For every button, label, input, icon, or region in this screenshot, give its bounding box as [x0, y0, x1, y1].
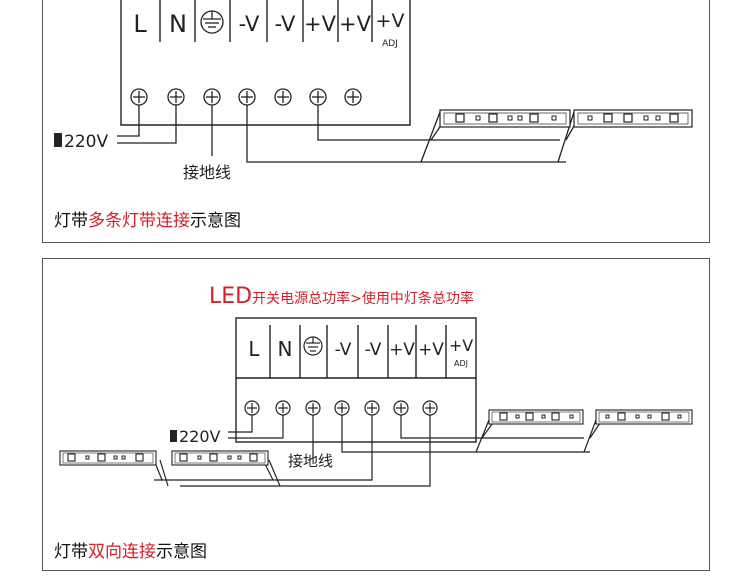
screw-terminal-icon	[305, 400, 321, 416]
terminal-label-pos-v-adj: +V	[449, 336, 473, 355]
terminal-label-pos-v-adj: +V	[376, 10, 405, 32]
screw-terminals-2	[244, 400, 438, 416]
wire-positive	[400, 415, 584, 439]
wire-neutral	[228, 415, 284, 439]
screw-terminal-icon	[344, 88, 362, 106]
caption-suffix: 示意图	[156, 542, 207, 562]
diagram-1-caption: 灯带多条灯带连接示意图	[54, 206, 241, 231]
terminal-label-pos-v: +V	[389, 340, 415, 360]
terminal-label-neg-v: -V	[275, 12, 296, 36]
diagram-panel-bidirectional	[42, 258, 710, 571]
led-strip-2a	[488, 409, 584, 425]
screw-terminal-icon	[364, 400, 380, 416]
input-voltage-label: 220V	[179, 427, 221, 446]
earth-symbol-icon	[303, 336, 323, 356]
led-strip-2b	[595, 409, 693, 425]
plug-icon	[170, 430, 177, 442]
screw-terminal-icon	[167, 88, 185, 106]
led-strip-2d	[171, 450, 269, 466]
wire-negative	[341, 415, 590, 453]
terminal-label-neg-v: -V	[365, 340, 382, 360]
terminal-label-pos-v: +V	[339, 12, 372, 36]
plug-icon	[54, 133, 62, 147]
terminal-label-neg-v: -V	[335, 340, 352, 360]
caption-highlight: 双向连接	[88, 542, 156, 562]
terminal-label-l: L	[133, 10, 147, 38]
terminal-label-neg-v: -V	[239, 12, 260, 36]
caption-suffix: 示意图	[190, 211, 241, 231]
wire-positive	[317, 105, 560, 141]
screw-terminal-icon	[309, 88, 327, 106]
ground-wire-label: 接地线	[288, 452, 333, 470]
strip-lead	[420, 111, 441, 163]
caption-prefix: 灯带	[54, 542, 88, 562]
power-warning-text: LED开关电源总功率>使用中灯条总功率	[209, 284, 474, 309]
input-voltage-label: 220V	[64, 132, 108, 152]
terminal-label-n: N	[278, 337, 293, 361]
adj-label: ADJ	[454, 359, 468, 368]
screw-terminals-1	[130, 88, 362, 106]
wire-live	[228, 415, 253, 433]
ground-wire-label: 接地线	[183, 163, 231, 182]
wire-negative-left	[154, 415, 373, 481]
supply-box-outline	[235, 317, 477, 443]
power-supply-1	[120, 0, 411, 126]
screw-terminal-icon	[238, 88, 256, 106]
power-supply-2	[235, 317, 477, 443]
screw-terminal-icon	[130, 88, 148, 106]
wire-negative	[246, 105, 566, 163]
led-strip-2c	[59, 450, 157, 466]
terminal-labels-2: L N -V -V +V +V +V ADJ	[248, 336, 473, 368]
earth-symbol-icon	[200, 10, 224, 34]
screw-terminal-icon	[244, 400, 260, 416]
wires-2	[153, 415, 603, 487]
wire-live	[117, 105, 140, 137]
terminal-label-pos-v: +V	[418, 340, 444, 360]
warning-led: LED	[209, 284, 253, 309]
supply-box-outline	[120, 0, 411, 126]
wire-positive-left	[180, 415, 431, 487]
wire-neutral	[117, 105, 177, 144]
adj-label: ADJ	[382, 39, 398, 49]
terminal-label-l: L	[248, 337, 260, 361]
caption-highlight: 多条灯带连接	[88, 211, 190, 231]
screw-terminal-icon	[203, 88, 221, 106]
wires-1	[54, 105, 583, 163]
strip-lead	[557, 111, 575, 163]
caption-prefix: 灯带	[54, 211, 88, 231]
terminal-label-pos-v: +V	[304, 12, 337, 36]
diagram-2-caption: 灯带双向连接示意图	[54, 537, 207, 562]
led-strip-1a	[439, 109, 571, 128]
terminal-label-n: N	[169, 10, 187, 38]
led-strip-1b	[573, 109, 693, 128]
warning-rest: 开关电源总功率>使用中灯条总功率	[252, 291, 474, 307]
terminal-labels-1: L N -V -V +V +V +V ADJ	[133, 10, 404, 49]
screw-terminal-icon	[274, 88, 292, 106]
